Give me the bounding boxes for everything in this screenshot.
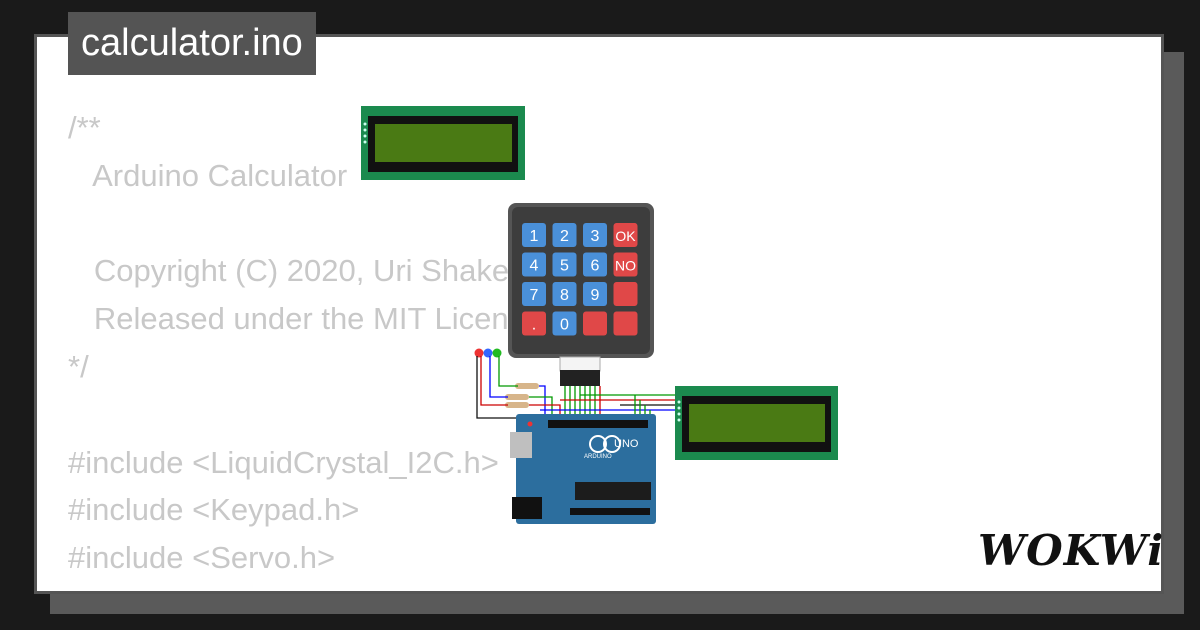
keypad-key <box>522 282 546 306</box>
keypad-key <box>613 252 638 277</box>
lcd-display-right <box>675 386 838 460</box>
keypad-key <box>522 252 546 277</box>
keypad-key <box>613 282 638 306</box>
keypad-key <box>522 223 546 247</box>
keypad-key-label: 9 <box>591 287 600 304</box>
keypad-key <box>552 252 577 277</box>
keypad-key-label: 0 <box>560 317 569 334</box>
keypad-key <box>583 252 607 277</box>
lcd-display-top <box>361 106 525 180</box>
code-line: #include <Servo.h> <box>68 540 336 576</box>
keypad-key-label: 7 <box>530 287 539 304</box>
resistors <box>505 383 539 408</box>
keypad-key-label: 2 <box>560 228 569 245</box>
keypad-key-label: NO <box>615 258 636 274</box>
keypad-key <box>522 311 546 336</box>
keypad-key-label: 1 <box>530 228 539 245</box>
arduino-model: UNO <box>614 438 639 450</box>
keypad-key <box>552 223 577 247</box>
arduino-brand: ARDUINO <box>584 454 612 460</box>
keypad-key-label: 3 <box>591 228 600 245</box>
keypad-key <box>583 282 607 306</box>
code-preview: /** Arduino Calculator Copyright (C) 202… <box>68 104 550 582</box>
keypad-key <box>552 311 577 336</box>
wokwi-logo: WOKWi <box>978 526 1165 575</box>
code-line: /** <box>68 110 101 145</box>
keypad-key-label: 6 <box>591 258 600 275</box>
code-line: #include <Keypad.h> <box>68 492 360 528</box>
keypad-key-label: . <box>532 317 536 334</box>
code-line: Arduino Calculator <box>68 157 348 193</box>
arduino-uno-board: UNO ARDUINO <box>510 414 656 524</box>
code-line: */ <box>68 348 89 384</box>
keypad-key <box>613 311 638 336</box>
keypad-key-label: 8 <box>560 287 569 304</box>
led-group <box>474 348 502 358</box>
keypad-key <box>613 223 638 247</box>
keypad-key <box>583 223 607 247</box>
keypad-key-label: OK <box>615 228 636 244</box>
code-line: #include <LiquidCrystal_I2C.h> <box>68 444 499 480</box>
project-title: calculator.ino <box>68 12 316 75</box>
keypad-key-label: 4 <box>530 258 539 275</box>
keypad-key-label: 5 <box>560 258 569 275</box>
keypad-key <box>583 311 607 336</box>
keypad-key <box>552 282 577 306</box>
keypad: 1 2 3 OK 4 5 6 NO 7 8 9. 0 <box>508 203 654 386</box>
